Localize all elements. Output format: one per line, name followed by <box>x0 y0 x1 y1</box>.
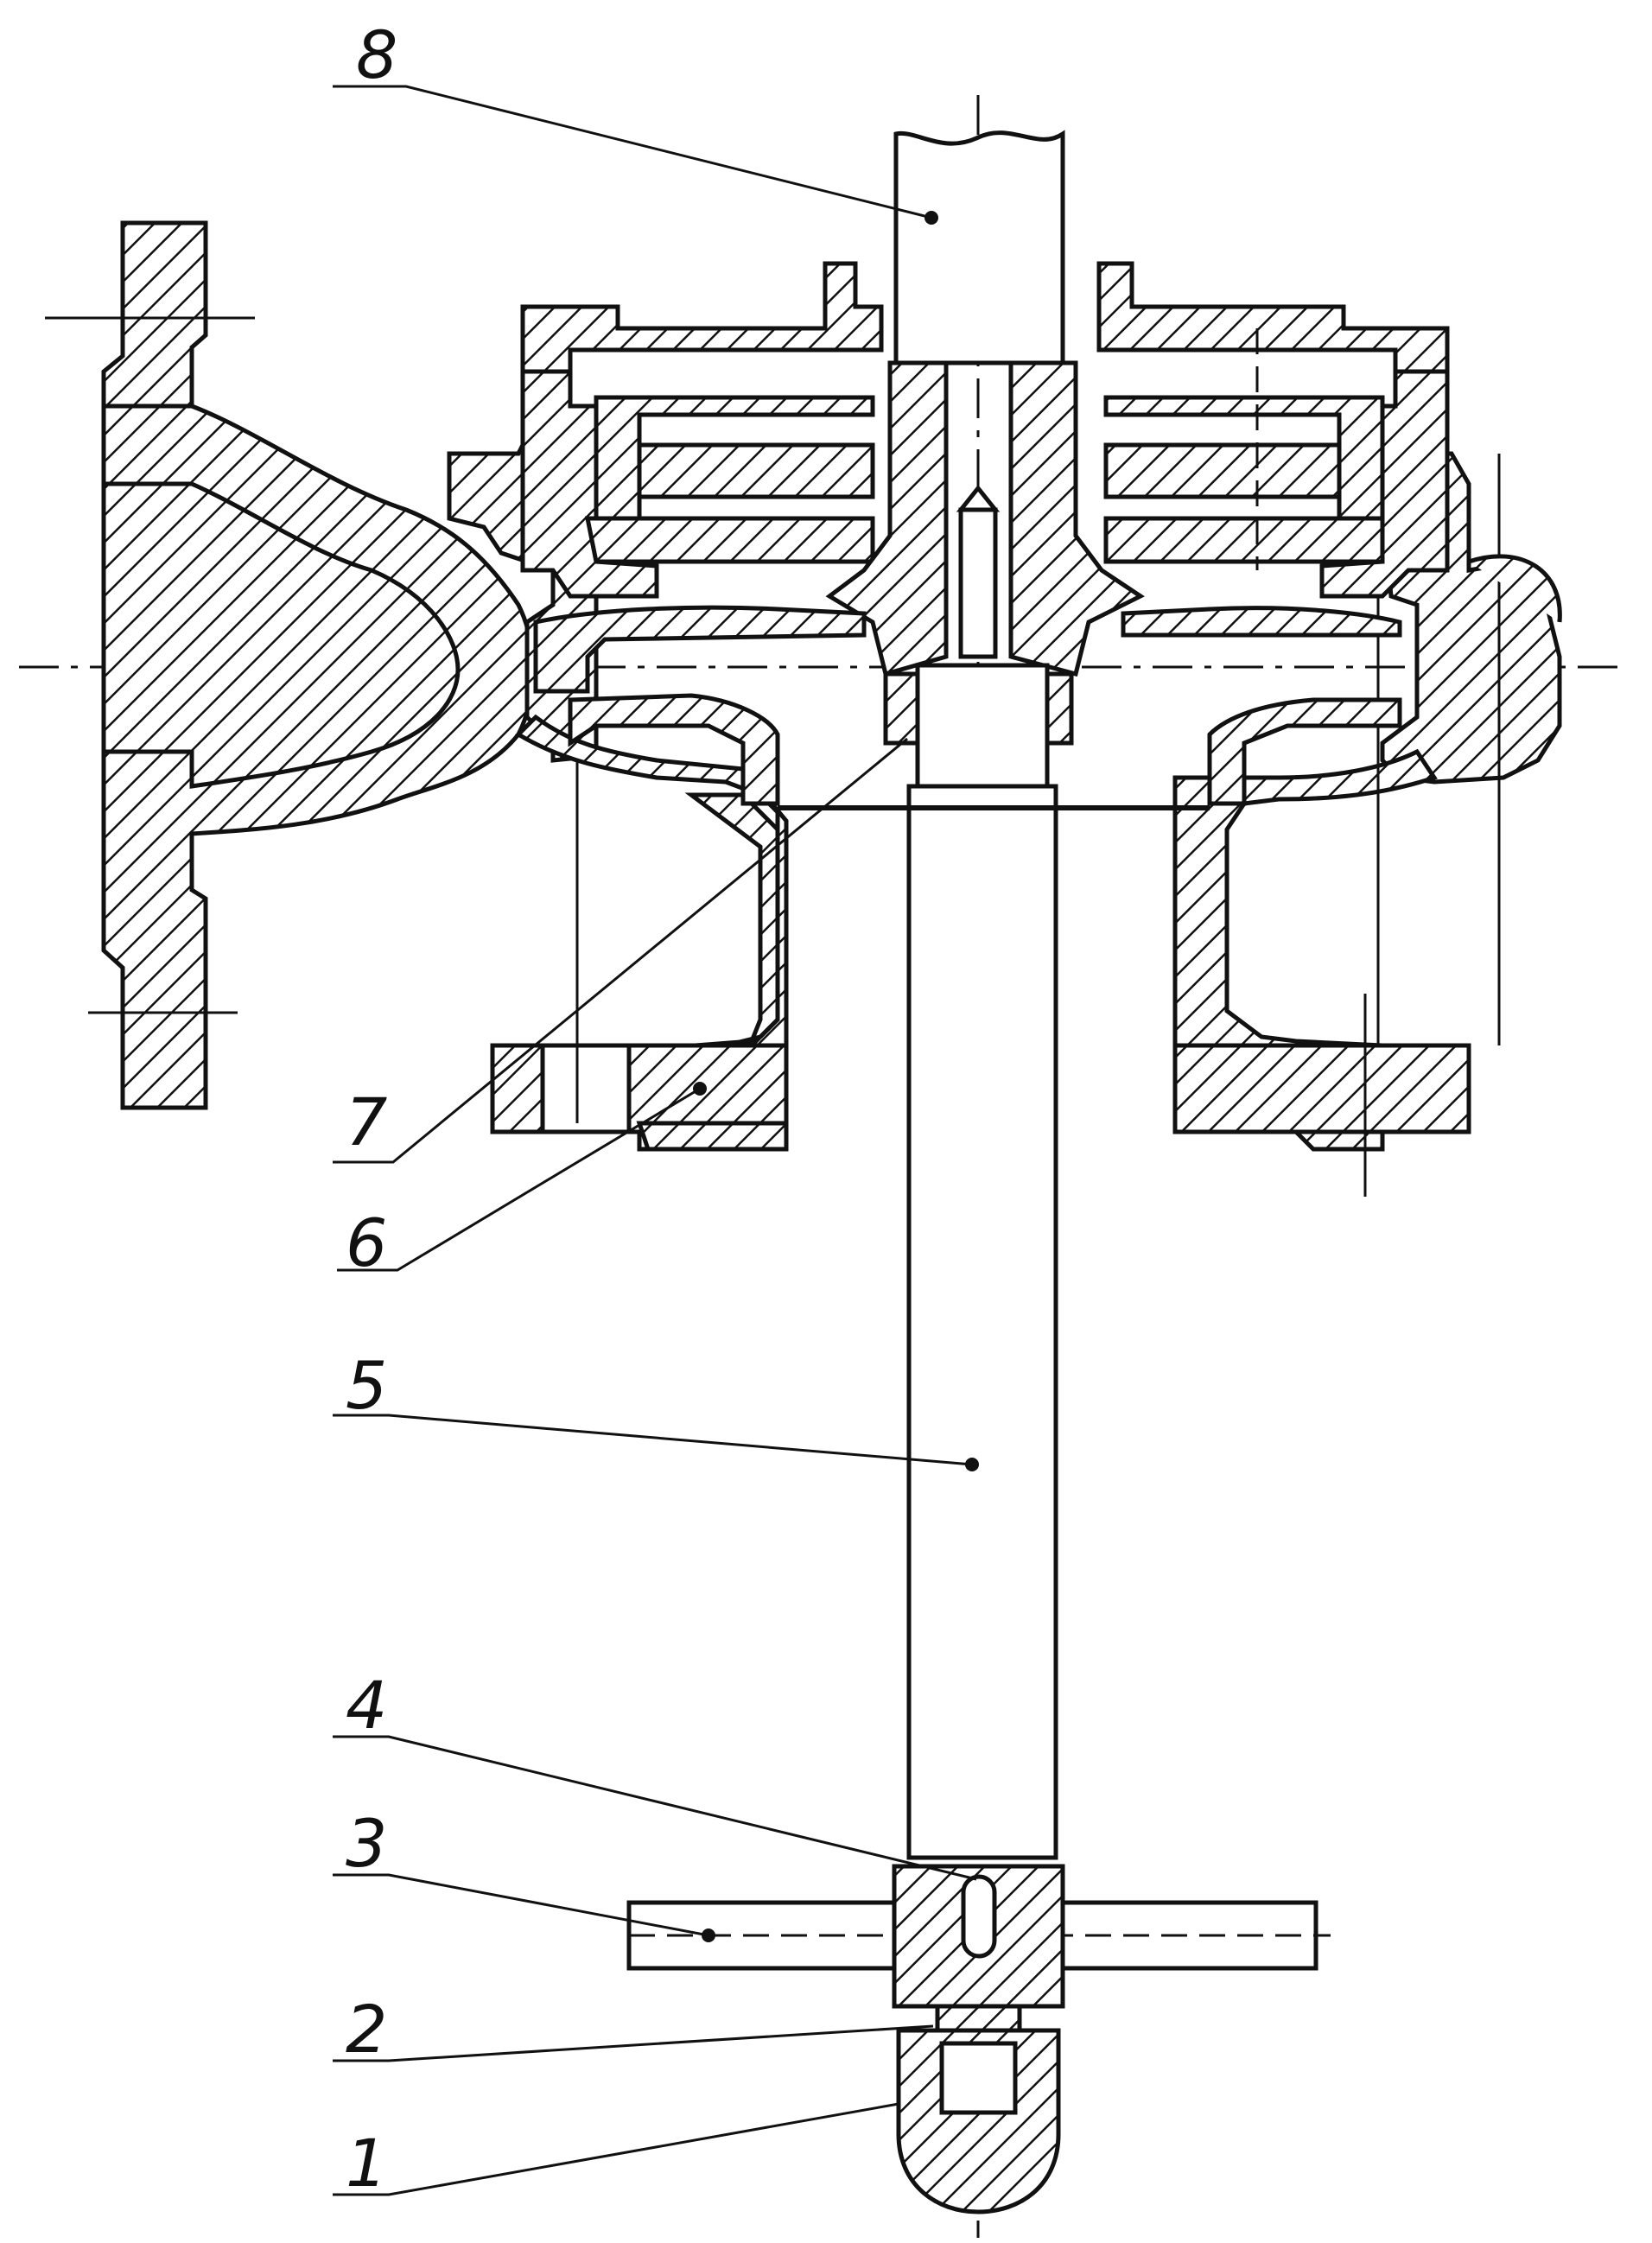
shaft-collar <box>892 1864 1065 2009</box>
impeller <box>533 605 1402 806</box>
nut <box>935 2004 1022 2033</box>
shaft <box>778 663 1210 1860</box>
label-8: 8 <box>356 16 397 93</box>
leader-lines <box>333 85 979 2196</box>
inlet-flange <box>45 220 536 1110</box>
label-1: 1 <box>346 2125 387 2202</box>
label-5: 5 <box>346 1347 387 1424</box>
seal-ring <box>883 671 923 746</box>
label-6: 6 <box>346 1204 387 1281</box>
label-4: 4 <box>346 1667 387 1744</box>
label-3: 3 <box>346 1805 387 1882</box>
impeller-hub <box>825 360 1145 677</box>
top-cover <box>520 261 1450 599</box>
label-7: 7 <box>346 1083 387 1160</box>
drive-shaft <box>893 130 1065 365</box>
end-cap <box>896 2028 1061 2214</box>
label-2: 2 <box>346 1991 387 2068</box>
